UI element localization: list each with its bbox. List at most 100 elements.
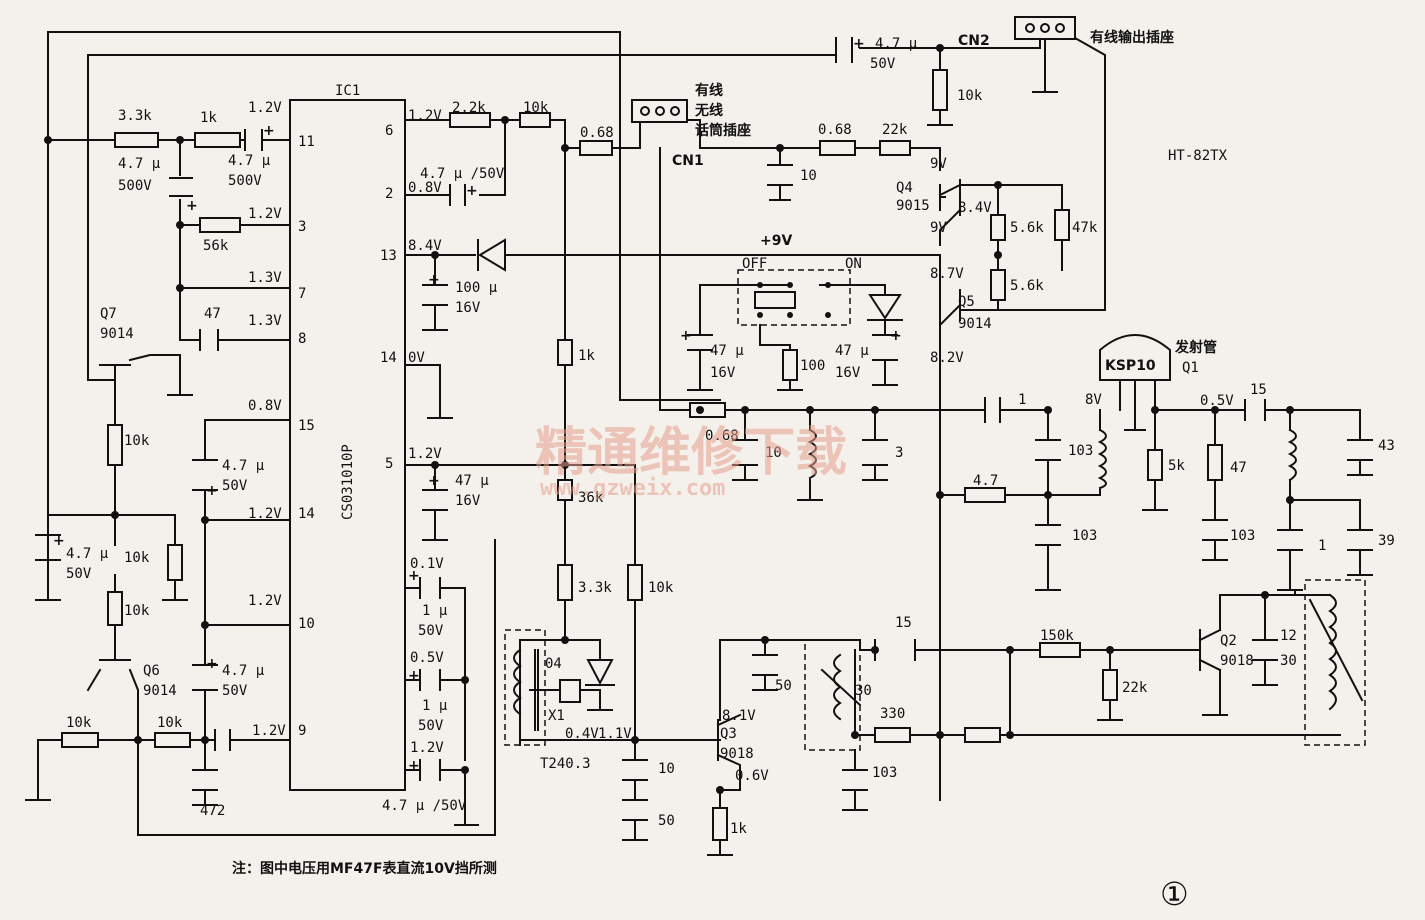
svg-text:30: 30 — [855, 683, 872, 699]
svg-text:0V: 0V — [408, 350, 425, 366]
svg-text:2.2k: 2.2k — [452, 100, 486, 116]
svg-text:0.8V: 0.8V — [408, 180, 442, 196]
svg-text:10k: 10k — [648, 580, 674, 596]
svg-text:+: + — [263, 123, 275, 139]
svg-text:9018: 9018 — [720, 746, 754, 762]
ic-ref-label: IC1 — [335, 83, 360, 99]
svg-text:1.2V: 1.2V — [248, 593, 282, 609]
svg-text:500V: 500V — [228, 173, 262, 189]
svg-text:47: 47 — [204, 306, 221, 322]
transmitter-part: KSP10 — [1105, 358, 1156, 374]
svg-text:1k: 1k — [730, 821, 747, 837]
watermark-url: www.gzweix.com — [540, 476, 725, 501]
svg-text:0.8V: 0.8V — [248, 398, 282, 414]
svg-text:4.7 μ: 4.7 μ — [228, 153, 271, 169]
svg-text:10: 10 — [658, 761, 675, 777]
svg-text:16V: 16V — [455, 300, 481, 316]
coil-box-l30 — [804, 639, 861, 751]
svg-text:9018: 9018 — [1220, 653, 1254, 669]
cn2-label: CN2 — [958, 33, 990, 49]
svg-text:4.7: 4.7 — [973, 473, 998, 489]
svg-text:50V: 50V — [418, 718, 444, 734]
svg-text:+: + — [853, 36, 865, 52]
svg-text:+: + — [186, 198, 198, 214]
svg-text:43: 43 — [1378, 438, 1395, 454]
svg-text:10k: 10k — [124, 433, 150, 449]
svg-text:9014: 9014 — [958, 316, 992, 332]
svg-text:9014: 9014 — [143, 683, 177, 699]
svg-text:+: + — [466, 183, 478, 199]
svg-text:+: + — [428, 473, 440, 489]
svg-text:8.7V: 8.7V — [930, 266, 964, 282]
figure-number: ① — [1160, 875, 1189, 913]
svg-text:103: 103 — [872, 765, 897, 781]
svg-text:47k: 47k — [1072, 220, 1098, 236]
ic1-body — [289, 99, 406, 791]
svg-text:1.2V: 1.2V — [248, 206, 282, 222]
svg-text:500V: 500V — [118, 178, 152, 194]
svg-text:47 μ: 47 μ — [455, 473, 489, 489]
svg-text:1.1V: 1.1V — [598, 726, 632, 742]
svg-text:50V: 50V — [66, 566, 92, 582]
svg-text:+: + — [408, 568, 420, 584]
svg-text:2: 2 — [385, 186, 393, 202]
svg-text:50V: 50V — [418, 623, 444, 639]
svg-text:10: 10 — [298, 616, 315, 632]
svg-text:22k: 22k — [1122, 680, 1148, 696]
svg-text:1 μ: 1 μ — [422, 603, 448, 619]
ic-part-label: CS031010P — [340, 444, 356, 520]
svg-text:103: 103 — [1072, 528, 1097, 544]
svg-text:1.3V: 1.3V — [248, 313, 282, 329]
svg-text:1: 1 — [1018, 392, 1026, 408]
svg-text:16V: 16V — [835, 365, 861, 381]
svg-text:1.2V: 1.2V — [408, 446, 442, 462]
svg-text:4.7 μ: 4.7 μ — [875, 36, 918, 52]
svg-text:0.68: 0.68 — [705, 428, 739, 444]
cn1-label: CN1 — [672, 153, 704, 169]
svg-text:8.2V: 8.2V — [930, 350, 964, 366]
svg-text:5k: 5k — [1168, 458, 1185, 474]
svg-text:1.2V: 1.2V — [248, 100, 282, 116]
ic-pin-numbers: 11 3 7 8 15 14 10 9 6 2 13 14 5 — [298, 123, 397, 739]
svg-text:50V: 50V — [222, 683, 248, 699]
svg-text:4.7 μ: 4.7 μ — [66, 546, 109, 562]
switch-on-label: ON — [845, 256, 862, 272]
cn1-desc-1: 有线 — [695, 82, 723, 99]
svg-text:8.1V: 8.1V — [722, 708, 756, 724]
svg-text:50V: 50V — [222, 478, 248, 494]
svg-text:5.6k: 5.6k — [1010, 278, 1044, 294]
connector-cn2[interactable] — [1014, 16, 1076, 40]
model-label: HT-82TX — [1168, 148, 1228, 164]
svg-text:3.3k: 3.3k — [578, 580, 612, 596]
transformer-code: 04 — [545, 656, 562, 672]
svg-text:14: 14 — [380, 350, 397, 366]
svg-text:1.2V: 1.2V — [248, 506, 282, 522]
svg-text:+: + — [408, 758, 420, 774]
junction-dots — [44, 44, 1294, 794]
cn1-desc-3: 话筒插座 — [695, 122, 751, 139]
svg-text:8: 8 — [298, 331, 306, 347]
ground-symbols — [25, 91, 1373, 856]
svg-text:1: 1 — [1318, 538, 1326, 554]
connector-cn1[interactable] — [631, 99, 688, 123]
svg-text:0.1V: 0.1V — [410, 556, 444, 572]
svg-text:30: 30 — [1280, 653, 1297, 669]
svg-text:0.5V: 0.5V — [410, 650, 444, 666]
svg-text:9V: 9V — [930, 156, 947, 172]
svg-text:Q7: Q7 — [100, 306, 117, 322]
svg-text:10k: 10k — [157, 715, 183, 731]
svg-text:4.7 μ: 4.7 μ — [118, 156, 161, 172]
svg-text:+: + — [53, 533, 65, 549]
svg-text:50: 50 — [658, 813, 675, 829]
svg-text:+: + — [408, 668, 420, 684]
svg-text:15: 15 — [1250, 382, 1267, 398]
svg-text:1.2V: 1.2V — [410, 740, 444, 756]
svg-text:10k: 10k — [957, 88, 983, 104]
svg-text:8V: 8V — [1085, 392, 1102, 408]
svg-text:9V: 9V — [930, 220, 947, 236]
svg-text:Q4: Q4 — [896, 180, 913, 196]
transmitter-desc: 发射管 — [1174, 339, 1217, 356]
svg-text:472: 472 — [200, 803, 225, 819]
watermark-cn: 精通维修下载 — [535, 423, 847, 483]
